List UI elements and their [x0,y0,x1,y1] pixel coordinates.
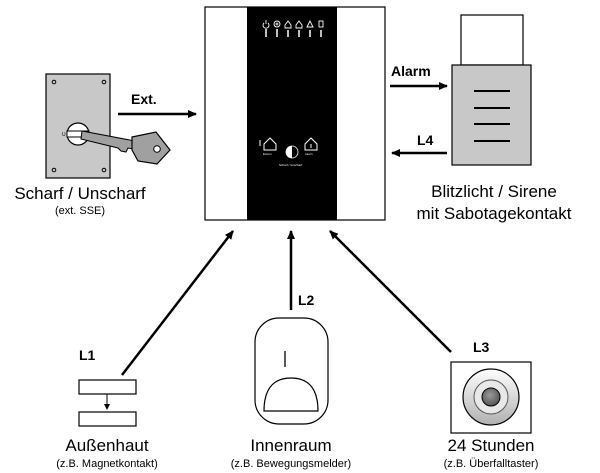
sensor2-title: Innenraum [250,436,331,455]
motion-detector-device [254,317,329,425]
siren-title: Blitzlicht / Sirene [431,182,557,201]
siren-subtitle: mit Sabotagekontakt [417,204,572,223]
switch-label: Scharf / Unscharf [279,163,302,167]
alarm-label: Alarm [391,63,431,79]
extern-label: Extern [263,152,272,156]
sensor3-subtitle: (z.B. Überfalltaster) [444,458,539,470]
intern-label: Intern [305,152,313,156]
key-switch-device: U [45,73,171,179]
l1-arrow [121,230,234,376]
l3-label: L3 [473,339,490,355]
status-icons [262,19,324,37]
svg-text:U: U [62,132,66,138]
magnet-contact-device [78,379,137,427]
sensor3-title: 24 Stunden [448,436,535,455]
key-switch-title: Scharf / Unscharf [14,184,146,203]
ext-label: Ext. [131,91,157,107]
sensor1-title: Außenhaut [65,436,148,455]
sensor1-subtitle: (z.B. Magnetkontakt) [56,458,158,470]
siren-device [451,14,532,166]
panic-button-device [450,361,532,434]
key-switch-icon [285,145,299,159]
key-switch-subtitle: (ext. SSE) [55,205,105,217]
sensor2-subtitle: (z.B. Bewegungsmelder) [231,458,351,470]
intern-house-icon [304,137,318,151]
control-panel: Extern Intern Scharf / Unscharf [204,6,386,221]
l4-label: L4 [417,132,434,148]
extern-house-icon [259,137,277,151]
l2-label: L2 [298,292,315,308]
l3-arrow [329,230,452,353]
l1-label: L1 [79,347,96,363]
